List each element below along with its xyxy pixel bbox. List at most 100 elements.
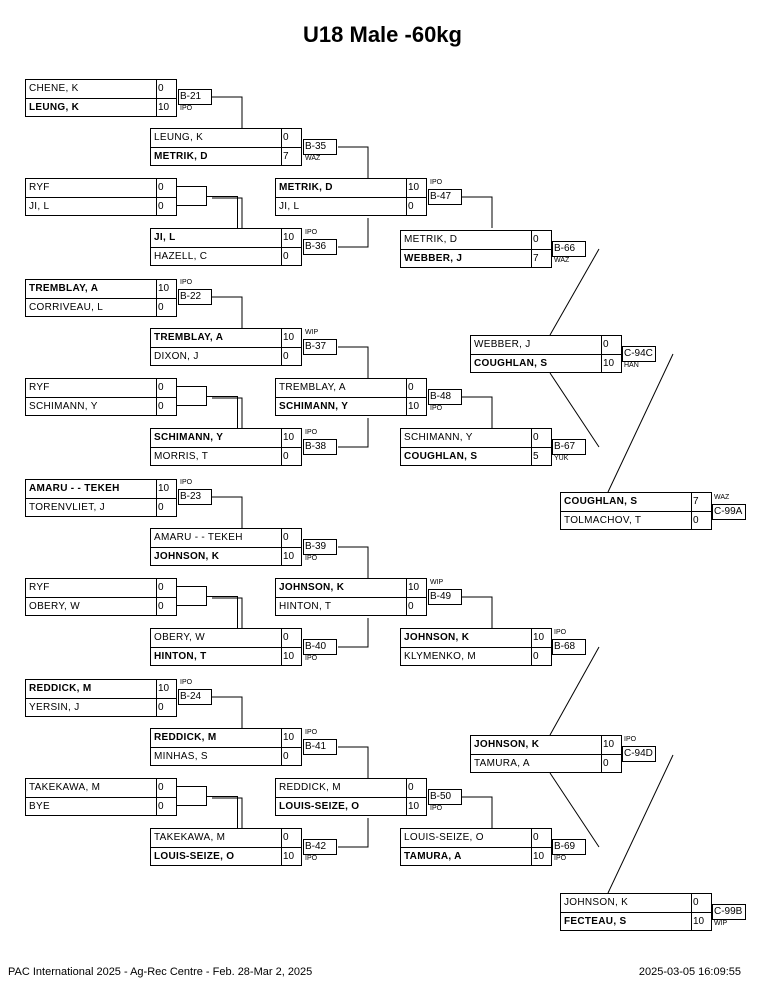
score: 0: [603, 758, 609, 769]
score: 0: [283, 132, 289, 143]
score-divider: [156, 80, 157, 116]
score: 0: [533, 234, 539, 245]
score: 0: [533, 432, 539, 443]
result-tag: IPO: [430, 405, 443, 412]
row-divider: [151, 447, 301, 448]
result-tag: IPO: [305, 555, 318, 562]
competitor-name: METRIK, D: [279, 182, 333, 193]
competitor-name: METRIK, D: [154, 151, 208, 162]
row-divider: [276, 597, 426, 598]
score: 0: [158, 382, 164, 393]
row-divider: [561, 511, 711, 512]
result-tag: IPO: [180, 679, 193, 686]
competitor-name: REDDICK, M: [154, 732, 217, 743]
competitor-name: MORRIS, T: [154, 451, 209, 462]
score: 10: [603, 739, 615, 750]
score-divider: [156, 379, 157, 415]
row-divider: [26, 197, 176, 198]
row-divider: [26, 498, 176, 499]
competitor-name: TOLMACHOV, T: [564, 515, 642, 526]
score: 0: [158, 601, 164, 612]
match-id: B-24: [178, 689, 212, 705]
score-divider: [406, 379, 407, 415]
match-id: C-94D: [622, 746, 656, 762]
bye-bracket: [177, 386, 207, 406]
score: 0: [158, 702, 164, 713]
competitor-name: YERSIN, J: [29, 702, 80, 713]
score-divider: [281, 529, 282, 565]
match-id: B-40: [303, 639, 337, 655]
competitor-name: TORENVLIET, J: [29, 502, 105, 513]
competitor-name: MINHAS, S: [154, 751, 208, 762]
competitor-name: TAMURA, A: [404, 851, 462, 862]
competitor-name: REDDICK, M: [279, 782, 341, 793]
row-divider: [561, 912, 711, 913]
row-divider: [26, 698, 176, 699]
bye-connector: [207, 596, 237, 597]
row-divider: [471, 354, 621, 355]
page-title: U18 Male -60kg: [303, 22, 462, 47]
competitor-name: METRIK, D: [404, 234, 458, 245]
row-divider: [401, 847, 551, 848]
score-divider: [691, 894, 692, 930]
match-id: B-42: [303, 839, 337, 855]
bye-connector: [237, 796, 238, 828]
score: 7: [533, 253, 539, 264]
score: 10: [408, 182, 420, 193]
score: 10: [283, 432, 295, 443]
match-id: B-37: [303, 339, 337, 355]
score-divider: [531, 429, 532, 465]
result-tag: HAN: [624, 362, 639, 369]
bye-connector: [207, 196, 237, 197]
match-id: B-50: [428, 789, 462, 805]
score: 0: [158, 83, 164, 94]
competitor-name: JI, L: [154, 232, 176, 243]
score: 10: [533, 632, 545, 643]
bye-bracket: [177, 186, 207, 206]
score-divider: [406, 779, 407, 815]
competitor-name: JOHNSON, K: [154, 551, 220, 562]
row-divider: [401, 249, 551, 250]
row-divider: [151, 147, 301, 148]
competitor-name: JOHNSON, K: [564, 897, 629, 908]
score: 10: [408, 801, 420, 812]
score: 10: [693, 916, 705, 927]
competitor-name: TAKEKAWA, M: [29, 782, 101, 793]
competitor-name: COUGHLAN, S: [404, 451, 478, 462]
competitor-name: RYF: [29, 182, 50, 193]
bye-connector: [207, 396, 237, 397]
result-tag: WIP: [430, 579, 444, 586]
match-id: B-23: [178, 489, 212, 505]
score: 0: [693, 515, 699, 526]
match-id: B-49: [428, 589, 462, 605]
row-divider: [401, 647, 551, 648]
score: 0: [533, 832, 539, 843]
score: 0: [158, 302, 164, 313]
result-tag: IPO: [305, 229, 318, 236]
row-divider: [26, 98, 176, 99]
result-tag: YUK: [554, 455, 569, 462]
competitor-name: TREMBLAY, A: [279, 382, 346, 393]
score-divider: [156, 579, 157, 615]
row-divider: [276, 197, 426, 198]
row-divider: [151, 347, 301, 348]
competitor-name: SCHIMANN, Y: [29, 401, 98, 412]
score-divider: [406, 579, 407, 615]
score: 0: [693, 897, 699, 908]
score: 7: [693, 496, 699, 507]
bye-bracket: [177, 786, 207, 806]
row-divider: [151, 847, 301, 848]
match-id: B-39: [303, 539, 337, 555]
row-divider: [276, 397, 426, 398]
result-tag: IPO: [305, 729, 318, 736]
